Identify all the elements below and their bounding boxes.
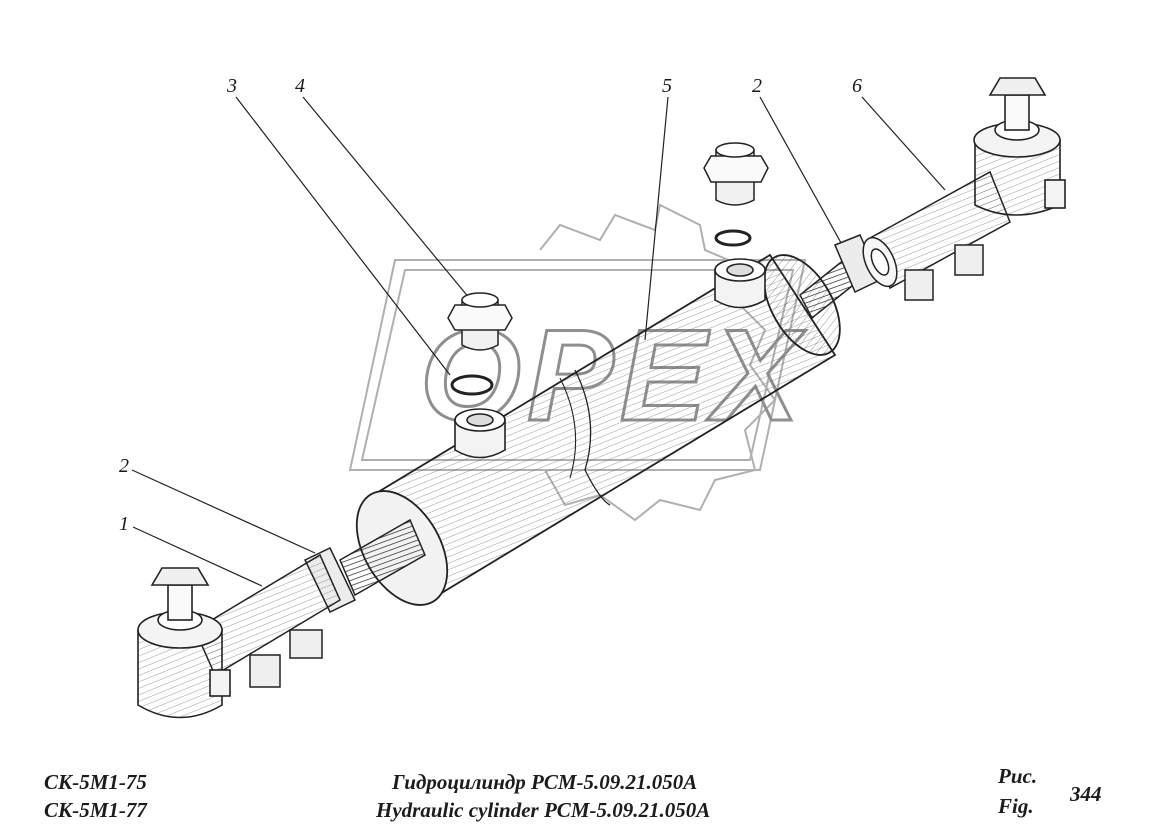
figure-number: 344 (1070, 782, 1102, 806)
callout-2-top: 2 (752, 75, 762, 97)
callout-1: 1 (119, 513, 129, 535)
left-fitting-assembly (447, 292, 513, 396)
model-code-2: СК-5М1-77 (44, 798, 147, 822)
model-code-1: СК-5М1-75 (44, 770, 147, 794)
fig-label-english: Fig. (998, 794, 1034, 818)
title-russian: Гидроцилиндр РСМ-5.09.21.050А (392, 770, 698, 794)
left-rod (194, 518, 426, 688)
title-english: Hydraulic cylinder РСМ-5.09.21.050А (376, 798, 711, 822)
callout-3: 3 (227, 75, 237, 97)
left-ball-joint (137, 567, 231, 719)
right-fitting-assembly (703, 142, 769, 247)
leader-lines (131, 96, 946, 587)
callout-2-bottom: 2 (119, 455, 129, 477)
right-ball-joint (973, 77, 1066, 216)
barrel-ports (454, 258, 766, 459)
callout-4: 4 (295, 75, 305, 97)
fig-label-russian: Рис. (998, 764, 1038, 788)
callout-6: 6 (852, 75, 862, 97)
callout-5: 5 (662, 75, 672, 97)
